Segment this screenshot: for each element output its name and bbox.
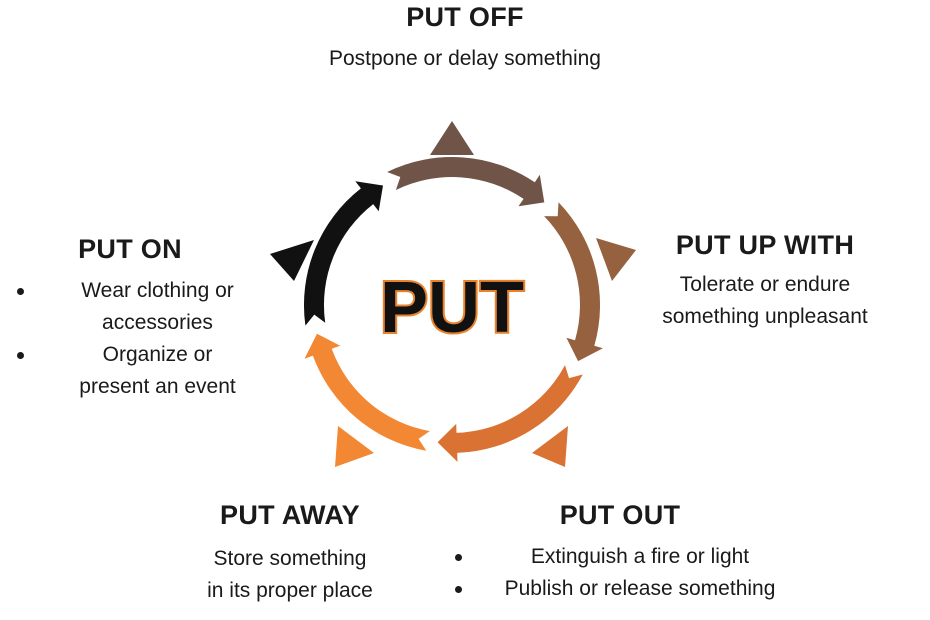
put-out-item-2-line-1: Publish or release something (504, 577, 776, 600)
put-out-title: PUT OUT (559, 500, 681, 530)
put-on-item-2-line-1: Organize or (102, 343, 213, 366)
put-up-with-pointer (596, 238, 636, 281)
put-away-title: PUT AWAY (220, 500, 360, 530)
put-on-list: Wear clothing or accessories Organize or… (0, 275, 260, 403)
put-away-segment (304, 333, 430, 451)
put-out-block: PUT OUT Extinguish a fire or light Publi… (440, 500, 800, 605)
put-off-block: PUT OFF Postpone or delay something (215, 2, 715, 75)
put-away-desc-line-2: in its proper place (207, 579, 373, 602)
put-off-desc-line-1: Postpone or delay something (328, 47, 601, 70)
put-away-desc-line-1: Store something (213, 547, 367, 570)
cycle-ring (303, 156, 603, 462)
put-out-item-1: Extinguish a fire or light (440, 541, 800, 573)
put-out-item-1-line-1: Extinguish a fire or light (530, 545, 750, 568)
put-away-description: Store something in its proper place (150, 543, 430, 607)
put-up-with-description: Tolerate or endure something unpleasant (630, 269, 900, 333)
put-out-item-2: Publish or release something (440, 573, 800, 605)
put-on-item-2-line-2: present an event (79, 375, 236, 398)
center-label: PUT (380, 268, 524, 348)
put-away-pointer (335, 426, 374, 467)
put-on-item-1-line-2: accessories (102, 311, 213, 334)
put-out-pointer (532, 426, 568, 467)
put-on-pointer (270, 240, 314, 281)
put-off-segment (387, 156, 545, 207)
put-up-with-desc-line-2: something unpleasant (662, 305, 868, 328)
put-on-item-1-line-1: Wear clothing or (81, 279, 234, 302)
put-away-block: PUT AWAY Store something in its proper p… (150, 500, 430, 607)
put-off-pointer (430, 121, 474, 155)
put-on-segment (303, 181, 383, 326)
put-on-title: PUT ON (78, 234, 182, 264)
put-off-title: PUT OFF (406, 2, 524, 32)
put-up-with-desc-line-1: Tolerate or endure (679, 273, 851, 296)
put-up-with-segment (544, 202, 603, 362)
put-on-item-1: Wear clothing or accessories (0, 275, 260, 339)
put-up-with-title: PUT UP WITH (675, 230, 855, 260)
put-out-segment (437, 365, 583, 462)
put-on-block: PUT ON Wear clothing or accessories Orga… (0, 234, 260, 403)
put-out-list: Extinguish a fire or light Publish or re… (440, 541, 800, 605)
put-on-item-2: Organize or present an event (0, 339, 260, 403)
put-off-description: Postpone or delay something (215, 43, 715, 75)
put-up-with-block: PUT UP WITH Tolerate or endure something… (630, 230, 900, 333)
cycle-pointers (270, 121, 636, 467)
